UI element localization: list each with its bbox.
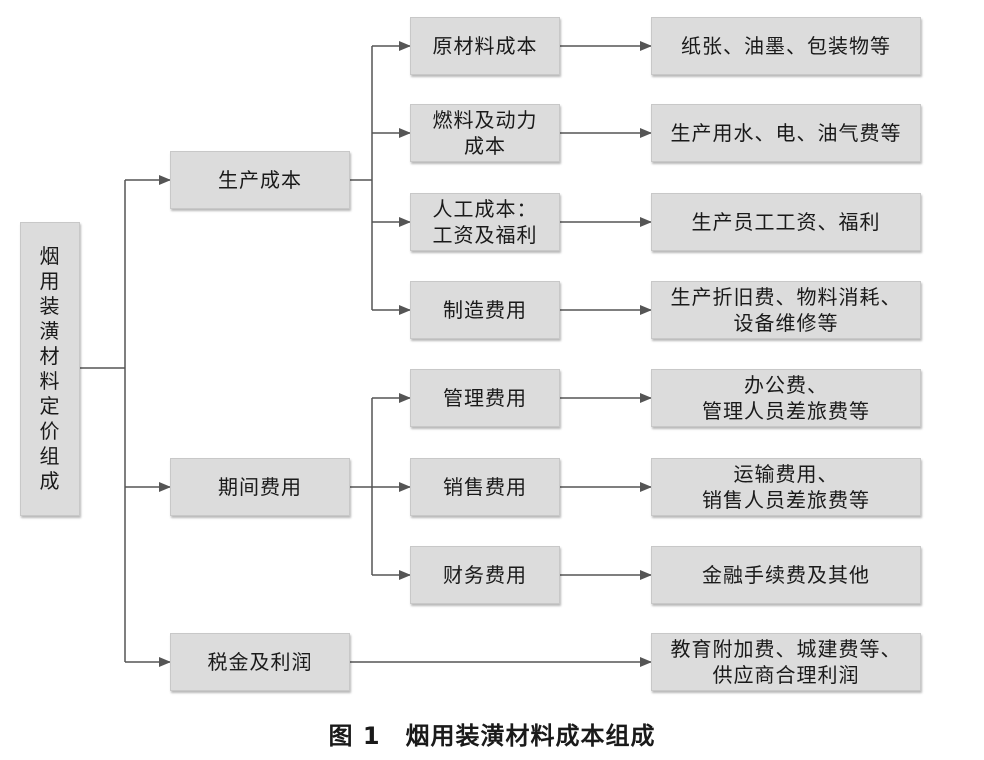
root-node: 烟用装潢材料定价组成	[20, 222, 80, 516]
item-label: 管理费用	[443, 386, 527, 410]
item-label: 燃料及动力 成本	[432, 108, 538, 158]
item-financial-expenses: 财务费用	[410, 546, 560, 604]
category-production-cost: 生产成本	[170, 151, 350, 209]
detail-label: 教育附加费、城建费等、 供应商合理利润	[670, 637, 902, 687]
detail-label: 生产员工工资、福利	[691, 210, 881, 234]
item-labor-cost: 人工成本： 工资及福利	[410, 193, 560, 251]
detail-raw-material: 纸张、油墨、包装物等	[651, 17, 921, 75]
detail-manufacturing: 生产折旧费、物料消耗、 设备维修等	[651, 281, 921, 339]
detail-label: 金融手续费及其他	[702, 563, 870, 587]
detail-financial: 金融手续费及其他	[651, 546, 921, 604]
detail-label: 办公费、 管理人员差旅费等	[702, 373, 870, 423]
root-label: 烟用装潢材料定价组成	[39, 244, 61, 493]
item-management-expenses: 管理费用	[410, 369, 560, 427]
figure-caption: 图 1 烟用装潢材料成本组成	[328, 722, 656, 750]
detail-fuel-power: 生产用水、电、油气费等	[651, 104, 921, 162]
detail-management: 办公费、 管理人员差旅费等	[651, 369, 921, 427]
item-raw-material-cost: 原材料成本	[410, 17, 560, 75]
detail-label: 运输费用、 销售人员差旅费等	[702, 462, 870, 512]
detail-label: 生产用水、电、油气费等	[670, 121, 902, 145]
item-manufacturing-expenses: 制造费用	[410, 281, 560, 339]
category-label: 期间费用	[218, 475, 302, 499]
detail-taxes-profit: 教育附加费、城建费等、 供应商合理利润	[651, 633, 921, 691]
item-sales-expenses: 销售费用	[410, 458, 560, 516]
item-label: 销售费用	[443, 475, 527, 499]
category-label: 生产成本	[218, 168, 302, 192]
item-label: 财务费用	[443, 563, 527, 587]
detail-labor: 生产员工工资、福利	[651, 193, 921, 251]
detail-label: 生产折旧费、物料消耗、 设备维修等	[670, 285, 902, 335]
category-label: 税金及利润	[207, 650, 313, 674]
category-period-expenses: 期间费用	[170, 458, 350, 516]
detail-label: 纸张、油墨、包装物等	[681, 34, 891, 58]
item-label: 原材料成本	[432, 34, 538, 58]
item-fuel-power-cost: 燃料及动力 成本	[410, 104, 560, 162]
item-label: 人工成本： 工资及福利	[432, 197, 538, 247]
category-taxes-profit: 税金及利润	[170, 633, 350, 691]
item-label: 制造费用	[443, 298, 527, 322]
detail-sales: 运输费用、 销售人员差旅费等	[651, 458, 921, 516]
